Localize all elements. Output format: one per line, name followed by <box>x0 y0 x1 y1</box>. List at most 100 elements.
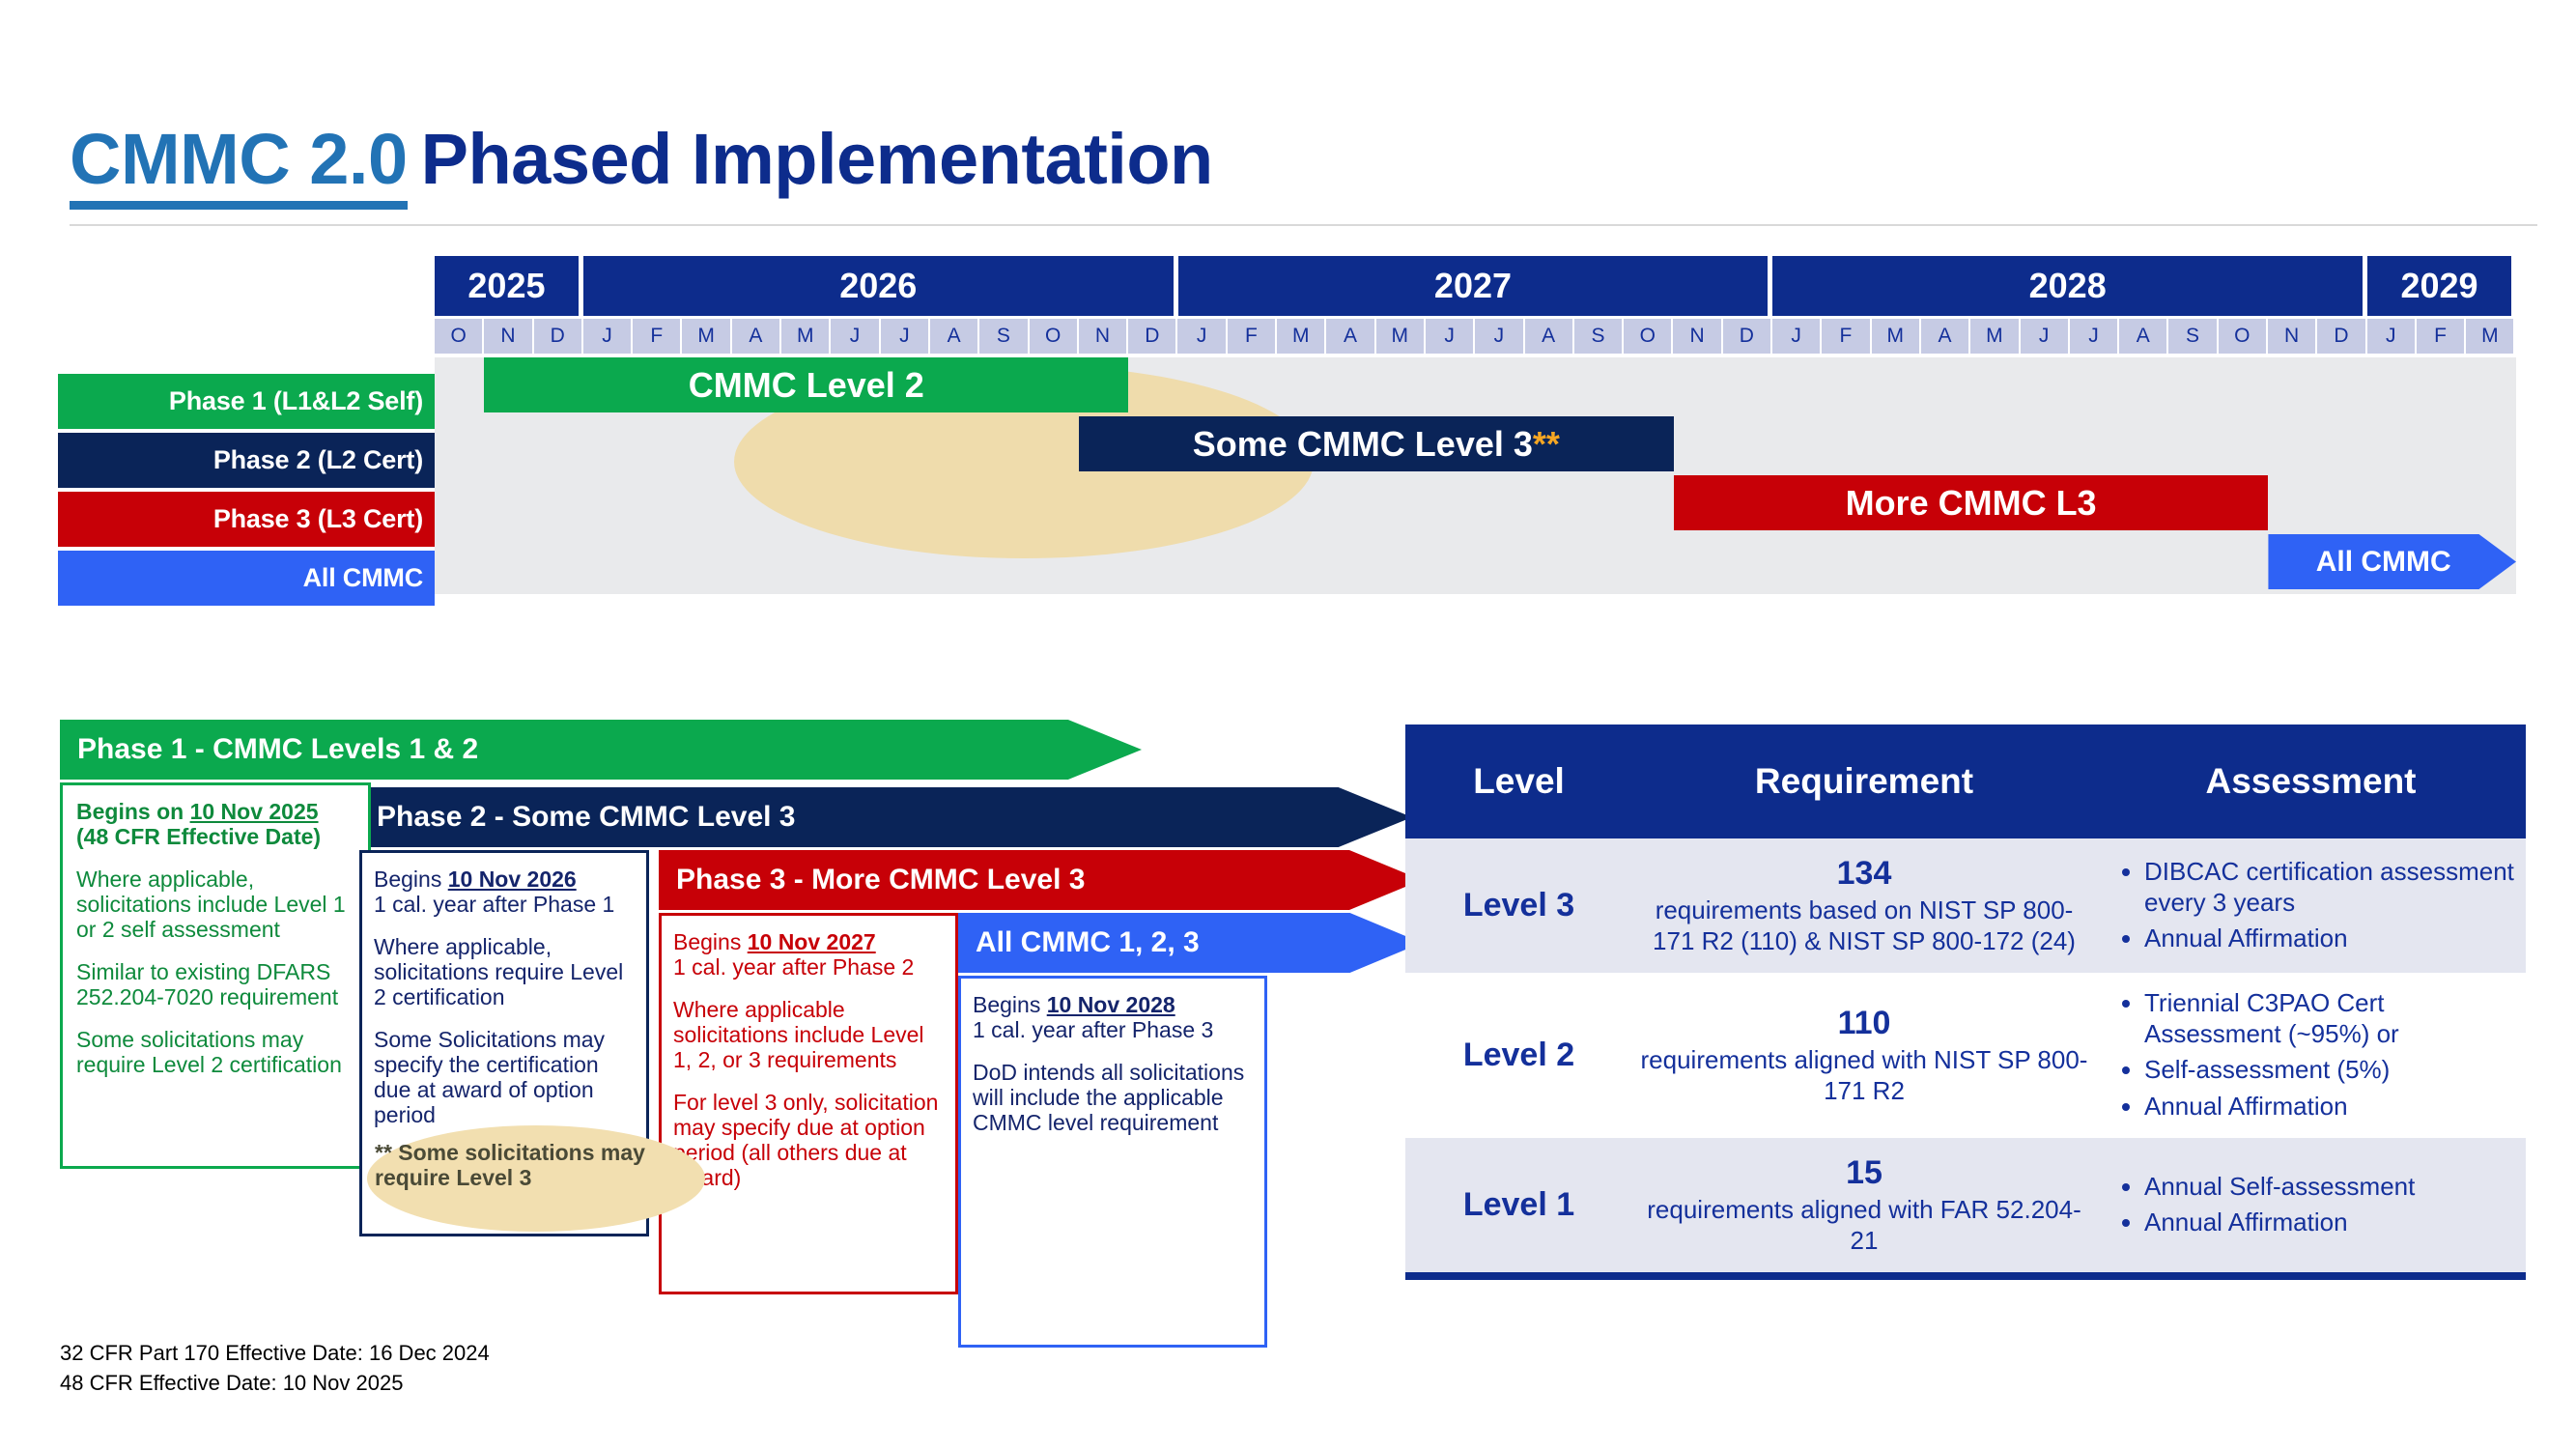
timeline-phase-label-1: Phase 1 (L1&L2 Self) <box>58 374 435 429</box>
timeline-phase-label-column: Phase 1 (L1&L2 Self)Phase 2 (L2 Cert)Pha… <box>58 374 435 610</box>
timeline-month-cell: J <box>880 319 928 354</box>
level-cell: Level 3 <box>1462 886 1575 923</box>
assessment-cell: DIBCAC certification assessment every 3 … <box>2096 841 2526 970</box>
timeline-month-cell: N <box>1673 319 1721 354</box>
timeline-month-cell: A <box>929 319 978 354</box>
timeline-month-cell: J <box>2020 319 2068 354</box>
timeline-month-cell: F <box>633 319 681 354</box>
timeline-year-2025: 2025 <box>435 256 579 316</box>
timeline-month-cell: O <box>435 319 483 354</box>
footnotes: 32 CFR Part 170 Effective Date: 16 Dec 2… <box>60 1339 490 1399</box>
list-item: Self-assessment (5%) <box>2144 1055 2516 1086</box>
list-item: Annual Affirmation <box>2144 1208 2516 1238</box>
timeline-month-cell: J <box>1177 319 1226 354</box>
timeline-month-cell: J <box>1425 319 1474 354</box>
phase-1-bullet-3: Some solicitations may require Level 2 c… <box>76 1026 342 1077</box>
list-item: Annual Affirmation <box>2144 1092 2516 1122</box>
phase-4-begins: Begins 10 Nov 2028 1 cal. year after Pha… <box>973 992 1214 1042</box>
assessment-list: Triennial C3PAO Cert Assessment (~95%) o… <box>2121 988 2516 1122</box>
timeline-month-cell: D <box>1722 319 1771 354</box>
timeline-bar-label: More CMMC L3 <box>1845 482 2097 523</box>
timeline-month-cell: J <box>1475 319 1523 354</box>
timeline-bar-4: All CMMC <box>2268 534 2516 589</box>
timeline-chart: Phase 1 (L1&L2 Self)Phase 2 (L2 Cert)Pha… <box>58 256 2516 628</box>
title-divider <box>70 224 2537 226</box>
timeline-phase-label-3: Phase 3 (L3 Cert) <box>58 492 435 547</box>
timeline-phase-label-4: All CMMC <box>58 551 435 606</box>
timeline-month-cell: J <box>1772 319 1821 354</box>
level-table-col-assessment: Assessment <box>2205 761 2417 801</box>
phase-3-bullet-2: For level 3 only, solicitation may speci… <box>673 1089 939 1190</box>
timeline-year-2029: 2029 <box>2367 256 2511 316</box>
timeline-month-cell: A <box>1326 319 1374 354</box>
requirement-text: requirements based on NIST SP 800-171 R2… <box>1653 895 2076 956</box>
timeline-month-cell: A <box>2119 319 2167 354</box>
timeline-month-cell: M <box>2466 319 2514 354</box>
timeline-bar-footnote-marker: ** <box>1532 423 1560 464</box>
requirement-cell: 15 requirements aligned with FAR 52.204-2… <box>1632 1138 2096 1272</box>
timeline-year-2028: 2028 <box>1772 256 2364 316</box>
timeline-month-cell: F <box>1822 319 1870 354</box>
phase-2-begins: Begins 10 Nov 2026 1 cal. year after Pha… <box>374 867 615 917</box>
timeline-bar-label: Some CMMC Level 3 <box>1192 423 1533 464</box>
timeline-year-2027: 2027 <box>1177 256 1769 316</box>
timeline-month-cell: O <box>2218 319 2266 354</box>
level-table-header: Level Requirement Assessment <box>1405 724 2526 838</box>
timeline-month-cell: M <box>1375 319 1424 354</box>
phase-1-detail-box: Begins on 10 Nov 2025 (48 CFR Effective … <box>60 782 371 1169</box>
timeline-month-cell: O <box>1624 319 1672 354</box>
phase-3-begins: Begins 10 Nov 2027 1 cal. year after Pha… <box>673 929 915 980</box>
phase-1-bullet-2: Similar to existing DFARS 252.204-7020 r… <box>76 958 339 1009</box>
timeline-month-cell: A <box>1920 319 1969 354</box>
timeline-year-2026: 2026 <box>582 256 1174 316</box>
requirement-count: 134 <box>1836 855 1892 892</box>
timeline-month-cell: S <box>1573 319 1623 354</box>
requirement-text: requirements aligned with FAR 52.204-21 <box>1647 1195 2081 1255</box>
timeline-month-cell: J <box>582 319 632 354</box>
timeline-month-cell: M <box>682 319 730 354</box>
assessment-list: DIBCAC certification assessment every 3 … <box>2121 857 2516 954</box>
timeline-bar-label: All CMMC <box>2315 545 2451 578</box>
timeline-bar-1: CMMC Level 2 <box>484 357 1129 412</box>
assessment-cell: Annual Self-assessmentAnnual Affirmation <box>2096 1156 2526 1254</box>
table-row: Level 1 15 requirements aligned with FAR 5… <box>1405 1137 2526 1272</box>
timeline-month-cell: D <box>533 319 581 354</box>
timeline-month-cell: J <box>2366 319 2415 354</box>
phase-2-note-highlight <box>367 1125 705 1232</box>
timeline-month-cell: M <box>781 319 830 354</box>
assessment-cell: Triennial C3PAO Cert Assessment (~95%) o… <box>2096 973 2526 1138</box>
requirement-count: 110 <box>1837 1004 1891 1041</box>
requirement-text: requirements aligned with NIST SP 800-17… <box>1640 1045 2088 1106</box>
phase-4-detail-box: Begins 10 Nov 2028 1 cal. year after Pha… <box>958 976 1267 1348</box>
timeline-month-cell: O <box>1029 319 1077 354</box>
level-cell: Level 1 <box>1462 1185 1575 1223</box>
phase-2-bullet-2: Some Solicitations may specify the certi… <box>374 1026 606 1127</box>
timeline-bar-3: More CMMC L3 <box>1673 475 2269 530</box>
requirement-cell: 110 requirements aligned with NIST SP 800… <box>1632 988 2096 1122</box>
timeline-month-cell: F <box>2416 319 2465 354</box>
list-item: Triennial C3PAO Cert Assessment (~95%) o… <box>2144 988 2516 1049</box>
level-cell: Level 2 <box>1462 1036 1575 1073</box>
timeline-month-cell: D <box>2317 319 2365 354</box>
phase-2-heading: Phase 2 - Some CMMC Level 3 <box>359 787 1412 847</box>
timeline-month-cell: D <box>1128 319 1176 354</box>
timeline-month-cell: S <box>979 319 1028 354</box>
phase-4-bullet-1: DoD intends all solicitations will inclu… <box>973 1059 1245 1135</box>
phase-1-begins: Begins on 10 Nov 2025 (48 CFR Effective … <box>76 799 322 849</box>
phase-2-footnote: ** Some solicitations may require Level … <box>375 1140 645 1190</box>
timeline-month-cell: N <box>1078 319 1127 354</box>
level-table-col-level: Level <box>1473 761 1565 801</box>
timeline-phase-label-2: Phase 2 (L2 Cert) <box>58 433 435 488</box>
requirement-count: 15 <box>1846 1153 1882 1191</box>
phase-3-bullet-1: Where applicable solicitations include L… <box>673 996 924 1072</box>
page-title-rest: Phased Implementation <box>420 119 1214 199</box>
timeline-month-cell: M <box>1277 319 1325 354</box>
timeline-month-cell: A <box>1524 319 1572 354</box>
timeline-month-cell: M <box>1871 319 1919 354</box>
